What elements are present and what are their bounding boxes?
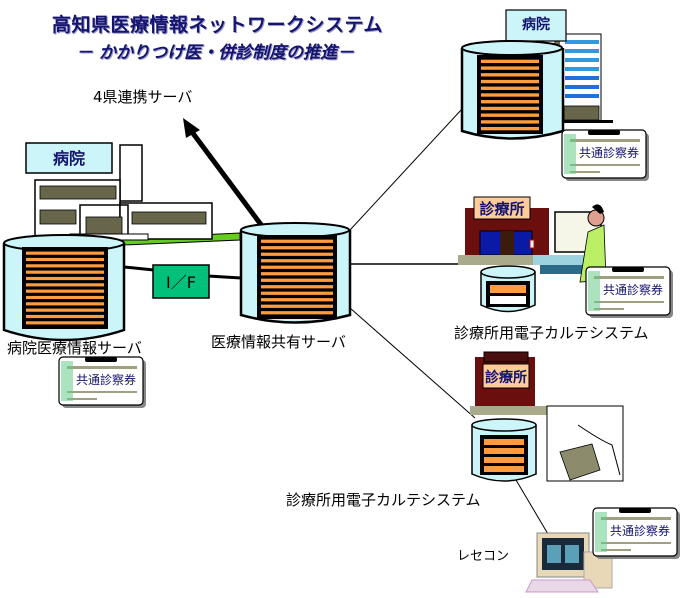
diagram-title: 高知県医療情報ネットワークシステム bbox=[52, 14, 383, 36]
hospital-right-server-stripes bbox=[481, 59, 539, 131]
server-stripe bbox=[481, 106, 539, 111]
shared-card-label: 共通診察券 bbox=[603, 282, 663, 297]
clinic-1-server[interactable] bbox=[480, 265, 536, 313]
server-stripe bbox=[26, 251, 104, 255]
shared-card: 共通診察券 bbox=[561, 129, 649, 181]
server-stripe bbox=[481, 126, 539, 131]
server-stripe bbox=[261, 304, 333, 308]
link-shared-to-clinic-2 bbox=[349, 307, 476, 419]
clinic-1-label: 診療所用電子カルテシステム bbox=[454, 324, 649, 342]
server-stripe bbox=[261, 311, 333, 315]
hospital-left-building: 病院 bbox=[25, 142, 241, 250]
shared-server[interactable] bbox=[239, 222, 352, 324]
arrowhead-icon bbox=[183, 118, 200, 138]
server-stripe bbox=[481, 79, 539, 84]
link-if-to-shared bbox=[207, 274, 242, 280]
server-stripe bbox=[26, 264, 104, 268]
server-stripe bbox=[481, 100, 539, 104]
server-stripe bbox=[26, 270, 104, 274]
server-stripe bbox=[261, 265, 333, 269]
server-stripe bbox=[481, 59, 539, 64]
server-stripe bbox=[481, 113, 539, 117]
clinic-1-sign bbox=[473, 196, 531, 220]
server-stripe bbox=[26, 283, 104, 287]
server-stripe bbox=[261, 285, 333, 289]
server-stripe bbox=[26, 295, 104, 300]
server-stripe bbox=[26, 308, 104, 312]
server-stripe bbox=[261, 291, 333, 295]
hospital-right-server[interactable] bbox=[460, 40, 565, 140]
server-stripe bbox=[261, 259, 333, 263]
shared-card: 共通診察券 bbox=[58, 356, 146, 408]
server-stripe bbox=[261, 298, 333, 302]
server-stripe bbox=[26, 321, 104, 325]
server-stripe bbox=[26, 276, 104, 281]
link-hospital-to-if bbox=[123, 265, 155, 272]
server-stripe bbox=[26, 314, 104, 319]
hospital-left-sign-text: 病院 bbox=[53, 149, 85, 168]
hospital-server-stripes bbox=[26, 251, 104, 325]
server-stripe bbox=[26, 289, 104, 293]
server-stripe bbox=[261, 252, 333, 256]
interface-box[interactable]: I／F bbox=[152, 264, 210, 299]
interface-label: I／F bbox=[166, 273, 196, 292]
server-stripe bbox=[261, 246, 333, 250]
shared-card-label: 共通診察券 bbox=[610, 523, 670, 538]
server-stripe bbox=[481, 86, 539, 90]
shared-card: 共通診察券 bbox=[592, 507, 680, 559]
clinic-2-label: 診療所用電子カルテシステム bbox=[286, 491, 481, 509]
clinic-2-sign bbox=[482, 363, 530, 389]
link-clinic-2-to-receipt bbox=[515, 479, 549, 535]
server-stripe bbox=[481, 73, 539, 77]
regional-server-label: 4県連携サーバ bbox=[93, 88, 193, 106]
clinic-2-sign-text: 診療所 bbox=[485, 369, 527, 386]
clinic-1-sign-text: 診療所 bbox=[479, 200, 524, 218]
server-stripe bbox=[261, 272, 333, 276]
server-stripe bbox=[26, 302, 104, 306]
link-shared-to-hospital-right bbox=[349, 108, 463, 231]
shared-card-label: 共通診察券 bbox=[579, 145, 639, 160]
clinic-2-server[interactable] bbox=[471, 418, 537, 482]
shared-card: 共通診察券 bbox=[585, 266, 673, 318]
server-stripe bbox=[261, 278, 333, 282]
receipt-computer-label: レセコン bbox=[457, 549, 510, 564]
clinic-2-building: 診療所 bbox=[470, 351, 624, 482]
shared-server-stripes bbox=[261, 239, 333, 315]
diagram-subtitle: － かかりつけ医・併診制度の推進－ bbox=[76, 43, 355, 63]
hospital-right-sign-text: 病院 bbox=[522, 16, 550, 33]
hospital-left-sign bbox=[25, 142, 113, 174]
hospital-server-label: 病院医療情報サーバ bbox=[7, 339, 142, 357]
server-stripe bbox=[481, 120, 539, 124]
link-shared-to-regional bbox=[186, 126, 265, 228]
server-stripe bbox=[26, 257, 104, 262]
server-stripe bbox=[481, 93, 539, 97]
server-stripe bbox=[481, 66, 539, 70]
connections bbox=[123, 108, 549, 535]
clinic-1-building: 診療所 bbox=[458, 196, 607, 283]
shared-server-label: 医療情報共有サーバ bbox=[211, 333, 346, 351]
server-stripe bbox=[261, 239, 333, 243]
shared-card-label: 共通診察券 bbox=[76, 372, 136, 387]
hospital-server[interactable] bbox=[2, 234, 126, 342]
